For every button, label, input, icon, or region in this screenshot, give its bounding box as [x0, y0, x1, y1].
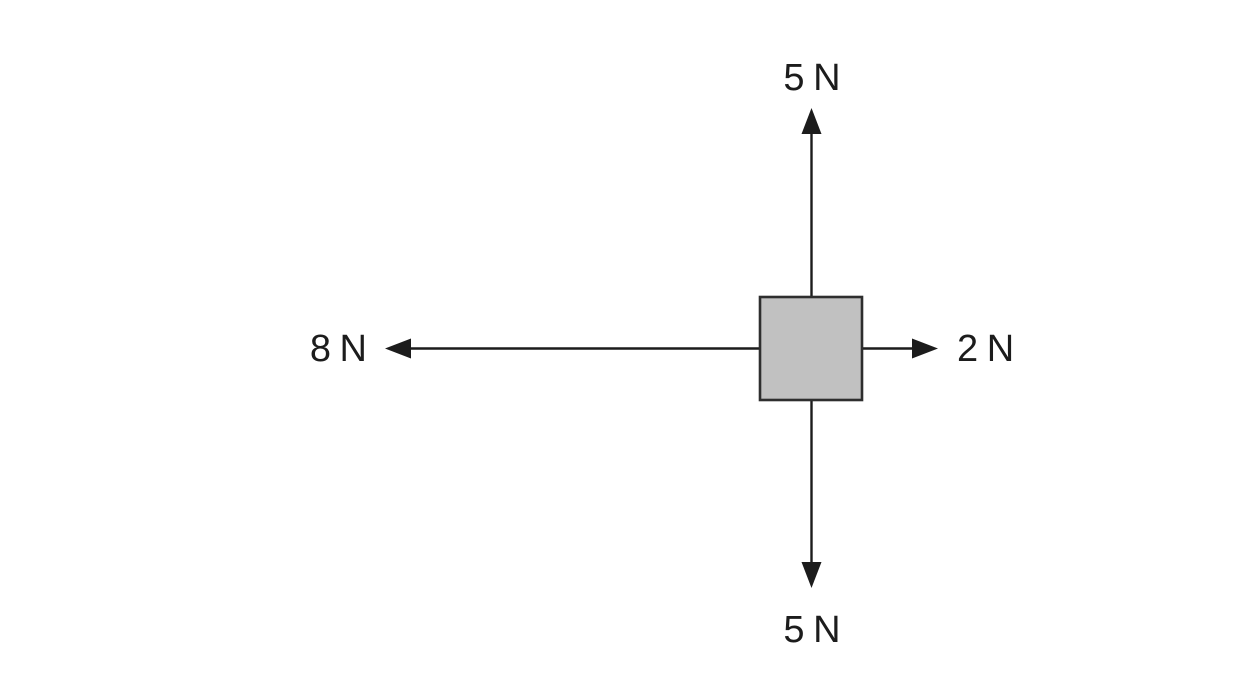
force-label-left: 8 N	[310, 328, 366, 370]
force-arrow-down	[801, 400, 822, 588]
force-arrow-left-head	[385, 338, 411, 359]
force-arrow-left	[385, 338, 760, 359]
force-arrow-down-head	[801, 562, 822, 588]
object-box	[758, 295, 864, 402]
force-arrow-right	[862, 338, 938, 359]
force-arrow-up-head	[801, 108, 822, 134]
force-label-down: 5 N	[783, 609, 839, 651]
force-label-up: 5 N	[783, 57, 839, 99]
force-label-right: 2 N	[957, 328, 1013, 370]
force-arrow-right-head	[912, 338, 938, 359]
force-arrow-up	[801, 108, 822, 297]
